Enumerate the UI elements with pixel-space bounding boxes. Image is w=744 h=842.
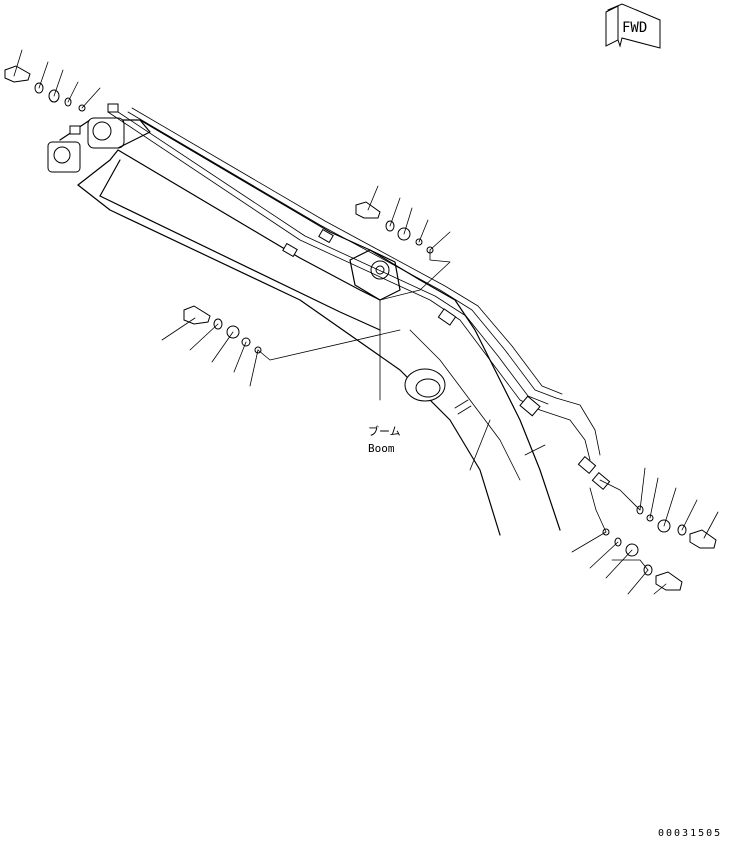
boom-label-jp: ブーム <box>368 424 401 438</box>
hardware-group-upper-middle <box>355 185 451 301</box>
hardware-group-right-lower <box>571 487 683 595</box>
hydraulic-lines <box>69 103 611 491</box>
drawing-number: 00031505 <box>658 828 722 839</box>
fwd-label: FWD <box>622 20 647 36</box>
hardware-group-upper-left <box>4 49 101 112</box>
hardware-group-middle-left <box>161 305 401 387</box>
boom-body <box>47 117 561 536</box>
hardware-group-right-upper <box>599 467 719 549</box>
boom-label-en: Boom <box>368 442 395 455</box>
fwd-arrow: FWD <box>605 3 661 49</box>
